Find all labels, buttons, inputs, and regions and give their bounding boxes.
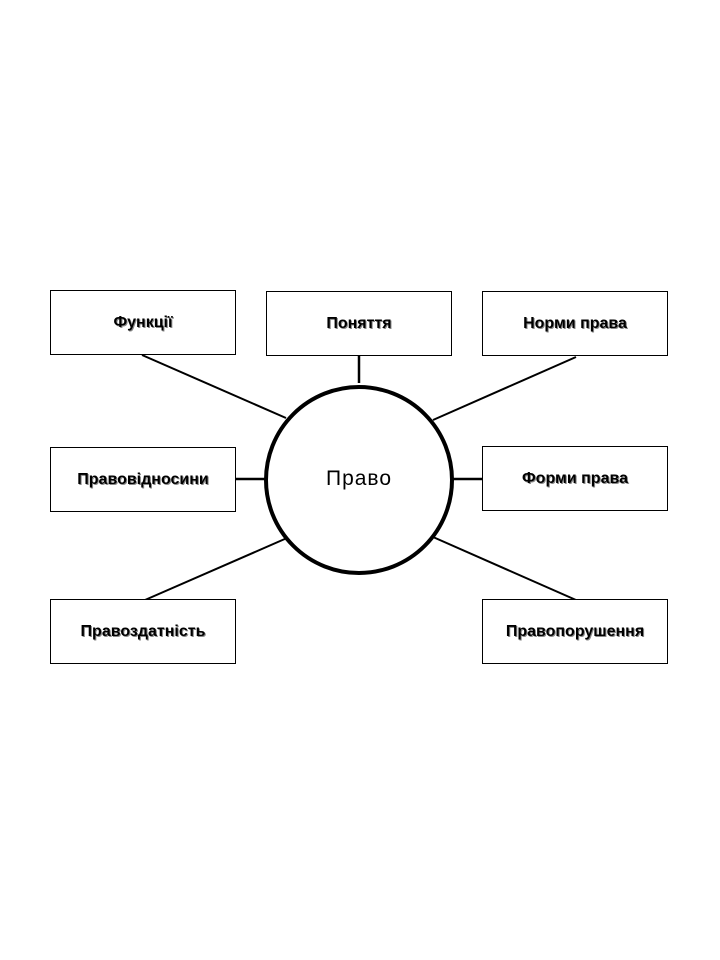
connector-functions	[141, 354, 287, 419]
box-functions: Функції	[50, 290, 236, 355]
connector-legal-capacity	[144, 537, 288, 601]
box-legal-capacity: Правоздатність	[50, 599, 236, 664]
box-norms-of-law: Норми права	[482, 291, 668, 356]
box-offence: Правопорушення	[482, 599, 668, 664]
box-forms-of-law: Форми права	[482, 446, 668, 511]
box-concept: Поняття	[266, 291, 452, 356]
connector-offence	[432, 536, 577, 601]
center-label: Право	[325, 467, 393, 490]
connector-norms	[432, 356, 577, 421]
box-legal-relations: Правовідносини	[50, 447, 236, 512]
center-circle	[264, 385, 454, 575]
